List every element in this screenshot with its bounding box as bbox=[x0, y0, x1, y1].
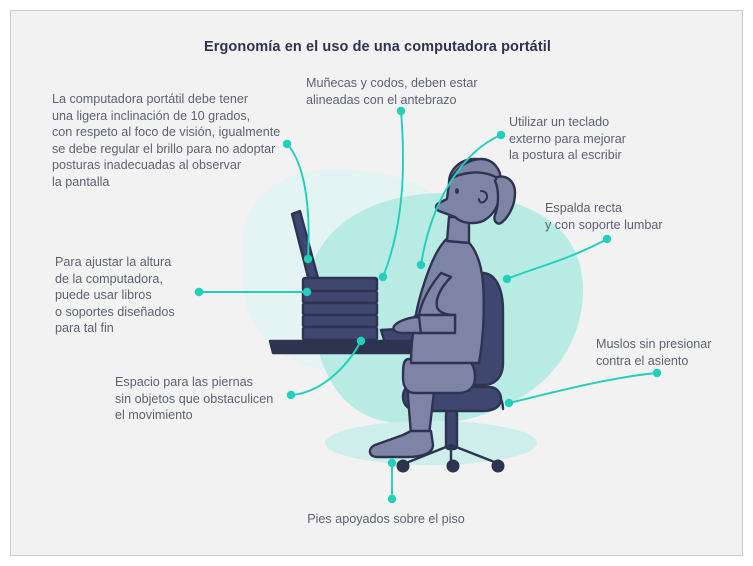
callout-wrists-elbows: Muñecas y codos, deben estar alineadas c… bbox=[306, 76, 478, 107]
person-ear bbox=[478, 190, 489, 204]
callout-straight-back: Espalda recta y con soporte lumbar bbox=[545, 201, 663, 232]
person-shoe bbox=[368, 429, 435, 459]
dot-thighs-target bbox=[504, 398, 514, 408]
chair-column bbox=[444, 409, 459, 451]
dot-back-text bbox=[602, 234, 612, 244]
callout-screen-tilt: La computadora portátil debe tener una l… bbox=[52, 92, 281, 189]
connector-lines bbox=[198, 110, 658, 500]
connector-dots bbox=[194, 106, 662, 504]
callout-adjust-height: Para ajustar la altura de la computadora… bbox=[55, 255, 175, 336]
dot-feet-target bbox=[387, 494, 397, 504]
person-ponytail bbox=[493, 175, 517, 225]
dot-legs-text bbox=[286, 390, 296, 400]
callout-thighs-pressure: Muslos sin presionar contra el asiento bbox=[596, 337, 712, 368]
connector-legs bbox=[290, 340, 362, 396]
dot-wrists-target bbox=[378, 272, 388, 282]
seated-person bbox=[368, 157, 517, 459]
stack-of-books bbox=[301, 276, 379, 342]
chair-wheels bbox=[396, 459, 505, 473]
dot-back-target bbox=[502, 274, 512, 284]
person-thigh bbox=[401, 357, 477, 395]
connector-thighs bbox=[508, 372, 658, 404]
dot-keyboard-target bbox=[416, 260, 426, 270]
connector-wrists bbox=[382, 110, 404, 278]
dot-thighs-text bbox=[652, 368, 662, 378]
connector-screen bbox=[286, 143, 310, 260]
dot-screen-target bbox=[303, 254, 313, 264]
dot-height-target bbox=[302, 287, 312, 297]
person-hand bbox=[392, 315, 423, 335]
dot-height-text bbox=[194, 287, 204, 297]
dot-legs-target bbox=[356, 336, 366, 346]
page-title: Ergonomía en el uso de una computadora p… bbox=[203, 39, 552, 55]
person-eye bbox=[455, 188, 459, 194]
connector-keyboard bbox=[420, 134, 502, 266]
dot-screen-text bbox=[282, 139, 292, 149]
connector-back bbox=[506, 238, 608, 280]
dot-keyboard-text bbox=[496, 130, 506, 140]
callout-leg-space: Espacio para las piernas sin objetos que… bbox=[115, 375, 274, 423]
infographic-panel: Ergonomía en el uso de una computadora p… bbox=[10, 10, 743, 556]
dot-feet-text bbox=[387, 458, 397, 468]
dot-wrists-text bbox=[396, 106, 406, 116]
callout-external-keyboard: Utilizar un teclado externo para mejorar… bbox=[509, 115, 626, 163]
callout-feet-on-floor: Pies apoyados sobre el piso bbox=[307, 512, 465, 526]
illustration-scene bbox=[194, 106, 662, 504]
